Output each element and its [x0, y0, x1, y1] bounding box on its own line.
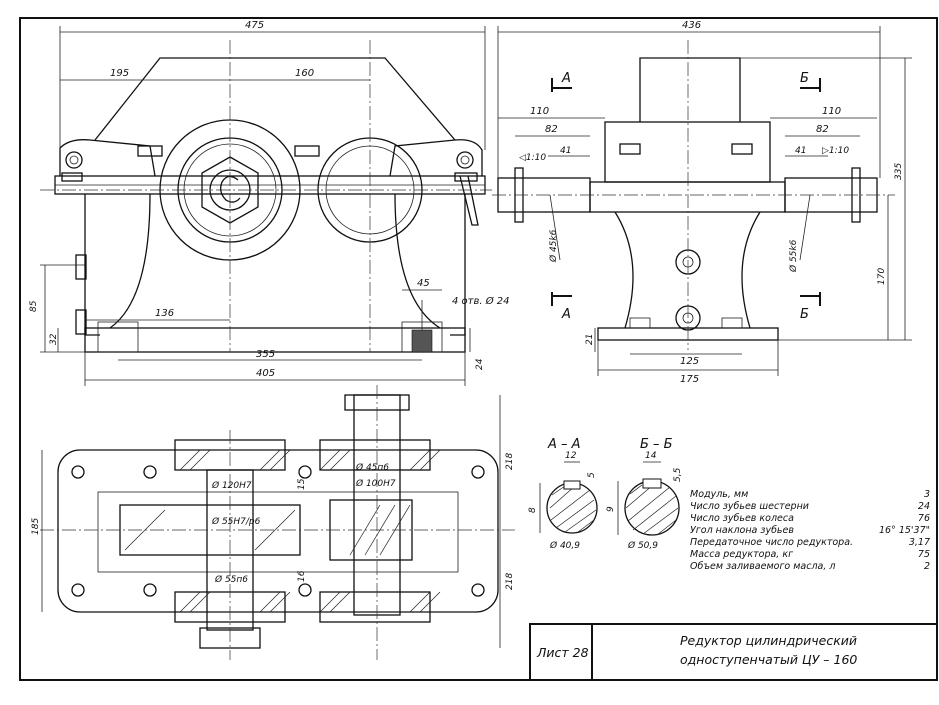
- dim-foot-offset: 136: [155, 308, 174, 319]
- dim-shaft-right-length: 110: [822, 106, 841, 117]
- dim-shaft-left-length: 110: [530, 106, 549, 117]
- section-bb-diameter: Ø 50,9: [627, 540, 658, 551]
- spec-label: Передаточное число редуктора.: [690, 537, 853, 548]
- dim-bore-2: Ø 100H7: [355, 478, 396, 489]
- dim-overall-height: 335: [894, 163, 904, 180]
- spec-value: 2: [924, 561, 930, 572]
- section-bb: Б – Б 14 5,5 9 Ø 50,9: [606, 437, 683, 551]
- taper-right: ▷1:10: [822, 146, 849, 156]
- title-line-1: Редуктор цилиндрический: [680, 633, 857, 648]
- housing-cover-outline: [94, 57, 456, 141]
- dim-plan-half-top: 218: [505, 453, 515, 470]
- dim-base-length: 405: [256, 368, 275, 379]
- dim-bolt-spacing: 355: [256, 349, 275, 360]
- section-bb-height: 9: [606, 506, 616, 512]
- section-aa-key-width: 12: [565, 451, 577, 461]
- taper-left: ◁1:10: [519, 153, 546, 163]
- bolt-holes-note: 4 отв. Ø 24: [452, 295, 510, 307]
- dim-left-offset: 195: [110, 68, 129, 79]
- dim-shaft-2: Ø 45п6: [355, 462, 389, 473]
- front-view: 475 195 160 85 32 136 355 405 45 4 отв. …: [29, 20, 510, 386]
- dim-shaft-left-taper-len: 41: [560, 146, 571, 156]
- dim-shaft-left-diameter: Ø 45k6: [548, 229, 559, 263]
- dim-gap-1: 15: [297, 478, 307, 490]
- dim-overall-length: 475: [245, 20, 264, 31]
- dim-shaft-left-seat: 82: [545, 124, 558, 135]
- section-aa: А – А 12 5 8 Ø 40,9: [528, 437, 598, 551]
- dim-fit-1: Ø 55H7/p6: [211, 516, 261, 527]
- title-line-2: одноступенчатый ЦУ – 160: [680, 652, 857, 667]
- section-aa-height: 8: [528, 507, 538, 513]
- dim-shaft-right-diameter: Ø 55k6: [788, 239, 799, 273]
- spec-label: Модуль, мм: [690, 489, 748, 500]
- dim-side-base-width: 175: [680, 374, 699, 385]
- spec-value: 75: [918, 549, 930, 560]
- spec-value: 3: [924, 489, 930, 500]
- dim-base-thickness: 24: [475, 358, 485, 370]
- dim-side-bolt-spacing: 125: [680, 356, 699, 367]
- dim-shaft-right-seat: 82: [816, 124, 829, 135]
- spec-label: Число зубьев шестерни: [690, 501, 809, 512]
- section-mark-b-bottom: Б: [800, 307, 809, 322]
- section-aa-label: А – А: [547, 437, 581, 452]
- section-bb-key-width: 14: [645, 451, 657, 461]
- sheet-frame: [19, 17, 938, 681]
- section-mark-b-top: Б: [800, 71, 809, 86]
- dim-shaft-right-taper-len: 41: [795, 146, 806, 156]
- section-bb-label: Б – Б: [640, 437, 673, 452]
- side-cover: [639, 57, 741, 122]
- housing-base: [84, 327, 466, 353]
- sheet-number: Лист 28: [536, 645, 589, 660]
- spec-value: 3,17: [909, 537, 930, 548]
- dim-center-distance: 160: [295, 68, 314, 79]
- spec-value: 16° 15'37": [879, 525, 930, 536]
- spec-label: Число зубьев колеса: [690, 513, 794, 524]
- dim-overall-width: 436: [682, 20, 701, 31]
- section-mark-a-top: А: [561, 71, 571, 86]
- section-mark-a-bottom: А: [561, 307, 571, 322]
- plan-outline: [57, 449, 499, 613]
- spec-value: 24: [918, 501, 930, 512]
- section-aa-key-depth: 5: [587, 472, 597, 478]
- section-aa-diameter: Ø 40,9: [549, 540, 580, 551]
- spec-value: 76: [918, 513, 930, 524]
- dim-gap-2: 16: [297, 570, 307, 582]
- side-view: А А Б Б 436 110 82 41 ◁1:10 Ø 45k6 110 8…: [492, 20, 912, 385]
- spec-label: Угол наклона зубьев: [690, 525, 794, 536]
- dim-bore-1: Ø 120H7: [211, 480, 252, 491]
- dim-shaft-1: Ø 55п6: [214, 574, 248, 585]
- dim-base-height: 32: [49, 333, 59, 345]
- spec-label: Объем заливаемого масла, л: [690, 561, 835, 572]
- spec-label: Масса редуктора, кг: [690, 549, 794, 560]
- dim-axis-height: 170: [877, 268, 887, 285]
- title-block: Лист 28 Редуктор цилиндрический одноступ…: [529, 623, 938, 681]
- dim-side-base-thickness: 21: [585, 334, 595, 345]
- dim-foot-height: 85: [29, 300, 39, 312]
- section-bb-key-depth: 5,5: [673, 467, 683, 482]
- dim-plan-width: 185: [31, 518, 41, 535]
- plan-view: 185 218 218 Ø 120H7 Ø 55H7/p6 Ø 55п6 Ø 4…: [31, 385, 515, 660]
- dim-bolt-edge: 45: [417, 278, 430, 289]
- dim-plan-half-bottom: 218: [505, 573, 515, 590]
